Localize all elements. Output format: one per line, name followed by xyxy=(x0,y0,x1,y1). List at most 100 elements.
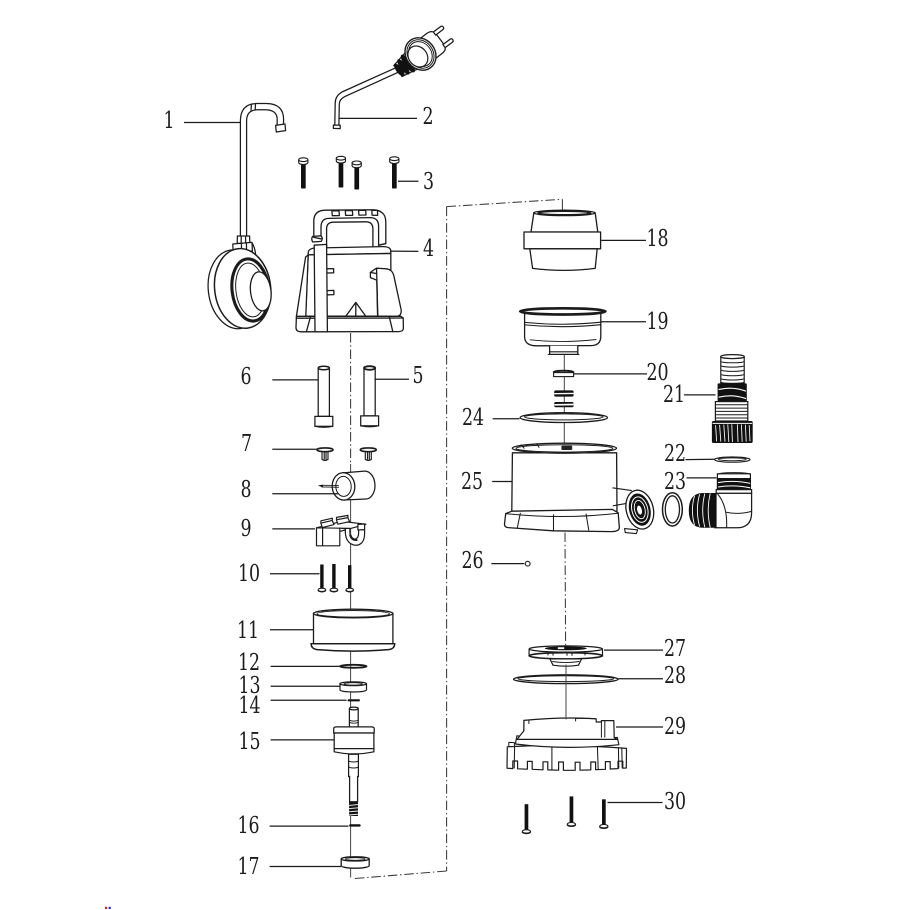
housing-right-fin-line xyxy=(369,268,379,317)
part-number-29: 29 xyxy=(664,712,686,739)
bolt-head xyxy=(314,415,334,427)
detail-line xyxy=(348,565,352,589)
capacitor-wire-tip xyxy=(317,484,324,488)
detail-line xyxy=(566,824,577,827)
detail-line xyxy=(298,157,309,163)
leader-terminal-26 xyxy=(524,560,531,567)
part-30-screws xyxy=(521,796,609,835)
rotor-lower-shaft xyxy=(347,753,360,803)
cup-rim-inner xyxy=(316,610,390,618)
detail-line xyxy=(320,564,324,589)
part-17-bearing xyxy=(340,856,370,869)
part-number-3: 3 xyxy=(423,167,434,194)
part-number-4: 4 xyxy=(423,234,434,261)
part-4-pump-housing xyxy=(295,209,405,333)
pin-stem xyxy=(364,451,372,462)
screw-icon xyxy=(329,564,339,593)
rotor-bottom-flange xyxy=(333,747,375,755)
plug-pin-top xyxy=(432,25,445,36)
rotor-stub-groove xyxy=(348,719,359,724)
part-8-capacitor xyxy=(317,470,376,501)
detail-line xyxy=(351,160,362,166)
part-5-bolt xyxy=(360,365,380,428)
coupling-lower xyxy=(529,248,598,272)
screw-icon xyxy=(345,565,355,593)
cover-neck-bottom xyxy=(547,351,580,356)
port-top-line xyxy=(612,487,632,507)
rotor-stub-top xyxy=(348,706,359,711)
part-number-20: 20 xyxy=(646,358,668,385)
housing-column-ticks xyxy=(326,267,335,296)
volute-body xyxy=(511,452,618,512)
detail-line xyxy=(329,589,339,593)
volute-skirt xyxy=(503,508,620,533)
part-1-float-switch xyxy=(207,102,287,330)
detail-line xyxy=(717,480,751,489)
part-number-28: 28 xyxy=(664,661,686,688)
bolt-shaft xyxy=(317,368,331,418)
clip-hook-tab xyxy=(357,523,366,531)
screw-icon xyxy=(351,160,362,190)
base-top-plate xyxy=(516,717,618,740)
plug-dome xyxy=(407,45,429,68)
impeller-top-dark xyxy=(544,646,587,651)
detail-line xyxy=(349,804,359,816)
rotor-shaft-grooves xyxy=(348,760,359,769)
boundary-bottom-diagonal xyxy=(353,870,447,880)
part-number-26: 26 xyxy=(461,546,483,573)
sleeve-top-inner xyxy=(343,682,363,686)
bolt-head-bottom xyxy=(314,425,333,428)
coupling-band xyxy=(523,231,602,250)
float-cable-end-sleeve xyxy=(274,123,287,133)
detail-line xyxy=(349,802,358,816)
part-number-2: 2 xyxy=(422,102,433,129)
part-number-30: 30 xyxy=(664,787,686,814)
housing-cable-column xyxy=(313,243,329,333)
detail-line xyxy=(524,804,529,831)
detail-line xyxy=(718,387,747,400)
pin-stem xyxy=(321,451,329,462)
cord-line-outer xyxy=(334,64,402,126)
detail-line xyxy=(552,369,575,374)
part-3-screws xyxy=(298,155,400,190)
gasket-inner xyxy=(523,413,604,421)
elbow-collar xyxy=(716,473,751,480)
part-27-impeller xyxy=(528,645,604,667)
push-pin xyxy=(359,447,378,462)
float-cable-outer xyxy=(239,102,285,237)
detail-line xyxy=(332,564,336,589)
pin-cap xyxy=(359,447,378,453)
base-left-tab xyxy=(508,741,515,748)
float-connector-top xyxy=(236,235,251,245)
part-11-motor-cup xyxy=(310,608,396,652)
cover-rim xyxy=(518,306,607,316)
screw-icon xyxy=(317,564,327,593)
elbow-cup-line xyxy=(726,510,752,514)
detail-line xyxy=(602,799,606,825)
detail-line xyxy=(389,156,400,162)
detail-line xyxy=(301,163,306,189)
part-number-19: 19 xyxy=(646,307,668,334)
detail-line xyxy=(569,796,574,823)
screw-icon xyxy=(298,157,309,189)
clip-hook-shade xyxy=(349,534,358,541)
float-dome xyxy=(249,271,272,312)
seal-washer-3 xyxy=(554,402,574,408)
elbow-top-thread xyxy=(715,472,753,494)
volute-skirt-topline xyxy=(505,512,619,518)
impeller-side-walls xyxy=(528,649,604,656)
oring-inner xyxy=(664,495,681,524)
part-21-hose-adapter xyxy=(711,354,753,443)
part-number-27: 27 xyxy=(664,634,686,661)
clip-tab-2 xyxy=(335,514,351,525)
volute-rim-ticks xyxy=(520,443,540,449)
part-2-power-cord xyxy=(332,25,454,130)
bolt-top xyxy=(363,365,377,371)
clip-tab-1 xyxy=(320,517,335,529)
cord-line-inner xyxy=(338,69,404,126)
part-number-18: 18 xyxy=(646,224,668,251)
part-24-gasket xyxy=(519,412,609,424)
detail-line xyxy=(631,496,649,523)
rotor-body xyxy=(333,732,375,750)
